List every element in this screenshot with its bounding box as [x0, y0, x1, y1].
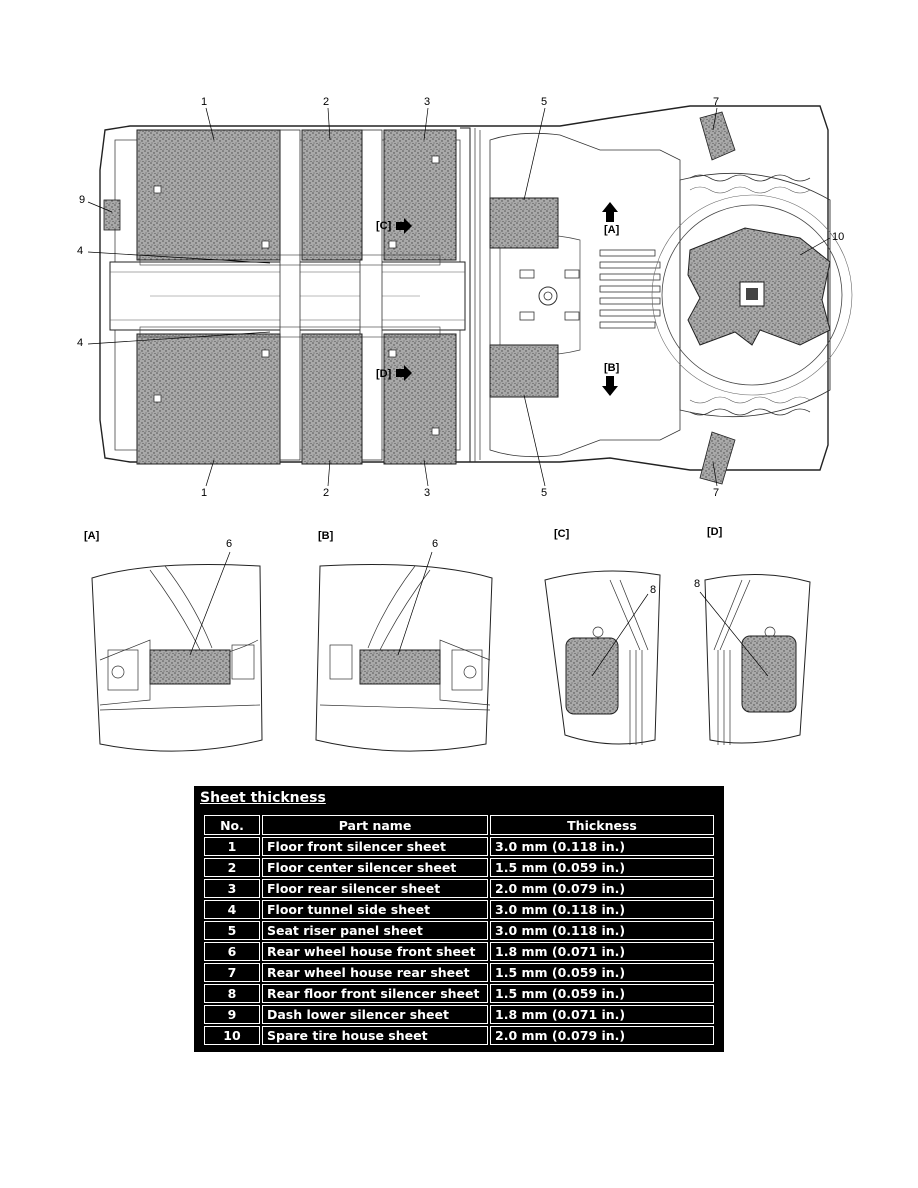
sheet-9: [103, 199, 121, 231]
cell-thickness: 2.0 mm (0.079 in.): [490, 879, 714, 898]
arrow-a: [602, 202, 618, 222]
cell-no: 6: [204, 942, 260, 961]
cell-part-name: Spare tire house sheet: [262, 1026, 488, 1045]
sheet-1-top: [136, 129, 281, 261]
detail-b-sheet: [359, 649, 441, 685]
callout-1-bottom: 1: [201, 487, 208, 499]
cell-part-name: Floor center silencer sheet: [262, 858, 488, 877]
arrow-d: [396, 365, 412, 381]
callout-2-bottom: 2: [323, 487, 330, 499]
arrow-b: [602, 376, 618, 396]
detail-label-d: [D]: [707, 526, 723, 538]
callout-9: 9: [79, 194, 86, 206]
cell-part-name: Seat riser panel sheet: [262, 921, 488, 940]
callout-10: 10: [832, 231, 845, 243]
detail-callout-6-b: 6: [432, 538, 439, 550]
sheet-7-bottom: [699, 431, 736, 485]
cell-thickness: 1.5 mm (0.059 in.): [490, 858, 714, 877]
cell-part-name: Rear floor front silencer sheet: [262, 984, 488, 1003]
detail-label-a: [A]: [84, 530, 100, 542]
sheet-3-top: [383, 129, 457, 261]
cell-thickness: 1.5 mm (0.059 in.): [490, 963, 714, 982]
header-part-name: Part name: [262, 815, 488, 835]
cell-part-name: Floor rear silencer sheet: [262, 879, 488, 898]
detail-callout-8-d: 8: [694, 578, 701, 590]
cell-thickness: 3.0 mm (0.118 in.): [490, 900, 714, 919]
cell-thickness: 1.8 mm (0.071 in.): [490, 942, 714, 961]
sheet-5-top: [489, 197, 559, 249]
panel-title: Sheet thickness: [200, 790, 326, 806]
sheet-4-top: [139, 254, 441, 266]
cell-no: 9: [204, 1005, 260, 1024]
view-mark-a: [A]: [604, 224, 620, 236]
callout-5-bottom: 5: [541, 487, 548, 499]
cell-no: 7: [204, 963, 260, 982]
cell-part-name: Floor tunnel side sheet: [262, 900, 488, 919]
detail-a-sheet: [149, 649, 231, 685]
callout-3-bottom: 3: [424, 487, 431, 499]
cell-no: 10: [204, 1026, 260, 1045]
view-mark-c: [C]: [376, 220, 392, 232]
detail-label-b: [B]: [318, 530, 334, 542]
sheet-2-bottom: [301, 333, 363, 465]
cell-part-name: Rear wheel house rear sheet: [262, 963, 488, 982]
callout-4-bottom: 4: [77, 337, 84, 349]
callout-2-top: 2: [323, 96, 330, 108]
header-thickness: Thickness: [490, 815, 714, 835]
table-header-row: No. Part name Thickness: [204, 815, 714, 835]
callout-7-top: 7: [713, 96, 720, 108]
sheet-thickness-panel: Sheet thickness No. Part name Thickness …: [194, 786, 724, 1052]
cell-no: 8: [204, 984, 260, 1003]
header-no: No.: [204, 815, 260, 835]
cell-part-name: Dash lower silencer sheet: [262, 1005, 488, 1024]
detail-callout-6-a: 6: [226, 538, 233, 550]
cell-no: 3: [204, 879, 260, 898]
cell-no: 4: [204, 900, 260, 919]
sheet-5-bottom: [489, 344, 559, 398]
detail-label-c: [C]: [554, 528, 570, 540]
cell-no: 5: [204, 921, 260, 940]
callout-3-top: 3: [424, 96, 431, 108]
cell-thickness: 3.0 mm (0.118 in.): [490, 921, 714, 940]
cell-thickness: 1.5 mm (0.059 in.): [490, 984, 714, 1003]
cell-thickness: 1.8 mm (0.071 in.): [490, 1005, 714, 1024]
cell-thickness: 3.0 mm (0.118 in.): [490, 837, 714, 856]
cell-part-name: Rear wheel house front sheet: [262, 942, 488, 961]
underbody-diagram: [87, 105, 853, 487]
cell-thickness: 2.0 mm (0.079 in.): [490, 1026, 714, 1045]
arrow-c: [396, 218, 412, 234]
sheet-4-bottom: [139, 326, 441, 338]
callout-5-top: 5: [541, 96, 548, 108]
sheet-2-top: [301, 129, 363, 261]
detail-views: [91, 551, 811, 752]
callout-7-bottom: 7: [713, 487, 720, 499]
cell-no: 2: [204, 858, 260, 877]
detail-d-sheet: [741, 635, 797, 713]
detail-callout-8-c: 8: [650, 584, 657, 596]
view-mark-d: [D]: [376, 368, 392, 380]
cell-no: 1: [204, 837, 260, 856]
callout-4-top: 4: [77, 245, 84, 257]
view-mark-b: [B]: [604, 362, 620, 374]
cell-part-name: Floor front silencer sheet: [262, 837, 488, 856]
sheet-7-top: [699, 111, 736, 161]
callout-1-top: 1: [201, 96, 208, 108]
